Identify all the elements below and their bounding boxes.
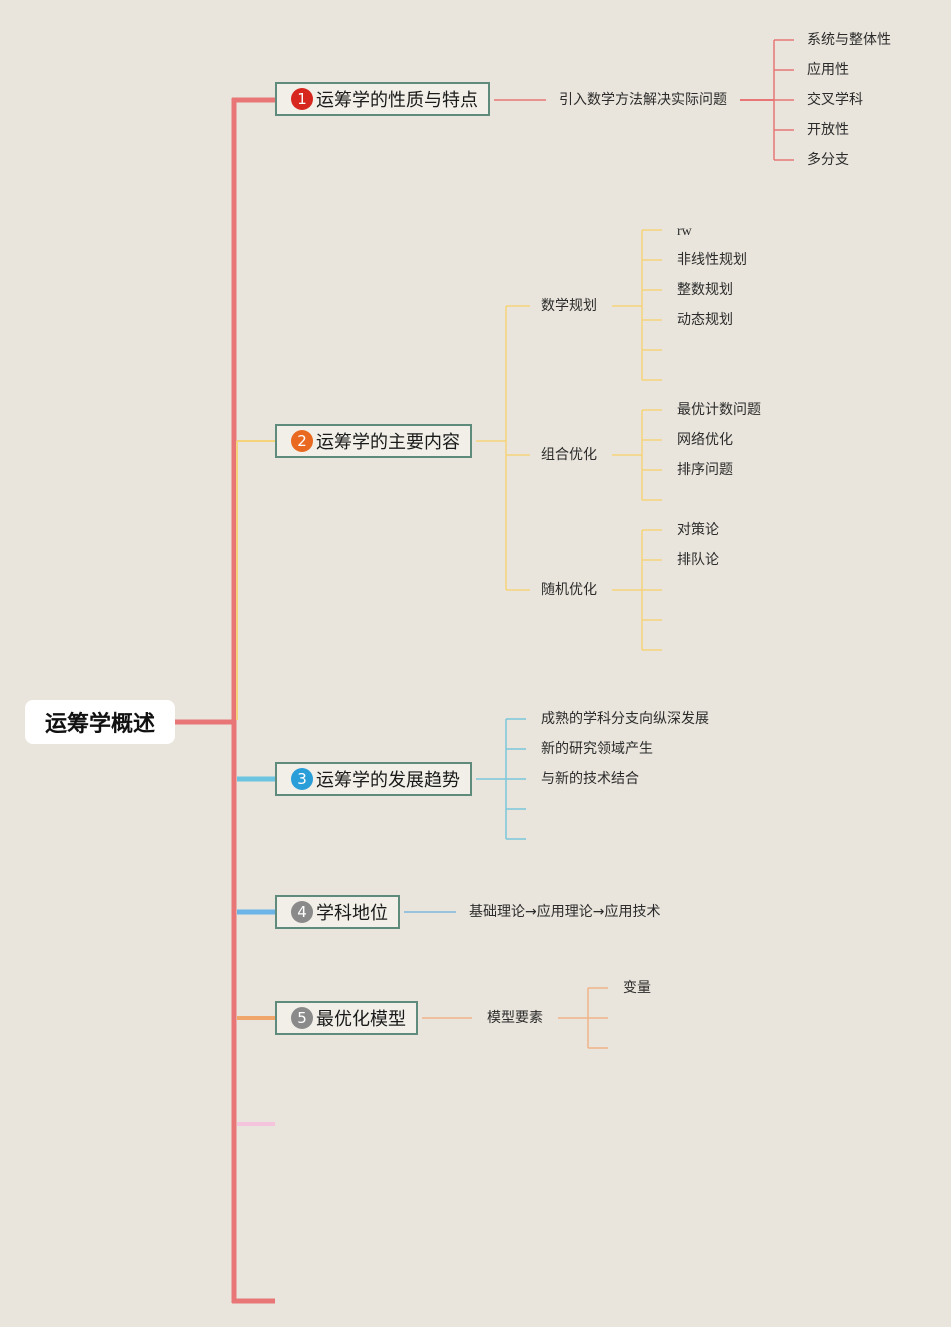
leaf-network-optimization[interactable]: 网络优化	[671, 431, 739, 449]
leaf-multi-branch[interactable]: 多分支	[801, 151, 855, 169]
leaf-discipline-chain[interactable]: 基础理论→应用理论→应用技术	[463, 903, 667, 921]
topic-combinatorial-optimization[interactable]: 组合优化	[535, 446, 603, 464]
leaf-openness[interactable]: 开放性	[801, 121, 855, 139]
branch-node-4[interactable]: 4 学科地位	[275, 895, 400, 929]
branch2-connector	[236, 440, 275, 720]
leaf-queueing-theory[interactable]: 排队论	[671, 551, 725, 569]
branch-node-1[interactable]: 1 运筹学的性质与特点	[275, 82, 490, 116]
leaf-mature-branches[interactable]: 成熟的学科分支向纵深发展	[535, 710, 715, 728]
branch-node-3[interactable]: 3 运筹学的发展趋势	[275, 762, 472, 796]
leaf-systematic[interactable]: 系统与整体性	[801, 31, 897, 49]
leaf-scheduling[interactable]: 排序问题	[671, 461, 739, 479]
topic-intro-math-methods[interactable]: 引入数学方法解决实际问题	[553, 91, 733, 109]
branch-node-2[interactable]: 2 运筹学的主要内容	[275, 424, 472, 458]
branch-4-label: 学科地位	[316, 903, 388, 924]
leaf-dynamic-programming[interactable]: 动态规划	[671, 311, 739, 329]
topic-math-programming[interactable]: 数学规划	[535, 297, 603, 315]
leaf-optimal-counting[interactable]: 最优计数问题	[671, 401, 767, 419]
leaf-game-theory[interactable]: 对策论	[671, 521, 725, 539]
branch-3-label: 运筹学的发展趋势	[316, 770, 460, 791]
leaf-applicability[interactable]: 应用性	[801, 61, 855, 79]
topic-model-elements[interactable]: 模型要素	[481, 1009, 549, 1027]
number-badge-5: 5	[291, 1007, 313, 1029]
leaf-new-research-fields[interactable]: 新的研究领域产生	[535, 740, 659, 758]
leaf-integer-programming[interactable]: 整数规划	[671, 281, 739, 299]
leaf-interdisciplinary[interactable]: 交叉学科	[801, 91, 869, 109]
number-badge-2: 2	[291, 430, 313, 452]
number-badge-1: 1	[291, 88, 313, 110]
branch-node-5[interactable]: 5 最优化模型	[275, 1001, 418, 1035]
number-badge-3: 3	[291, 768, 313, 790]
leaf-nonlinear-programming[interactable]: 非线性规划	[671, 251, 753, 269]
number-badge-4: 4	[291, 901, 313, 923]
branch-5-label: 最优化模型	[316, 1009, 406, 1030]
branch-1-label: 运筹学的性质与特点	[316, 90, 478, 111]
root-node[interactable]: 运筹学概述	[25, 700, 175, 744]
leaf-new-technology[interactable]: 与新的技术结合	[535, 770, 645, 788]
topic-stochastic-optimization[interactable]: 随机优化	[535, 581, 603, 599]
branch-2-label: 运筹学的主要内容	[316, 432, 460, 453]
leaf-variables[interactable]: 变量	[617, 979, 657, 997]
leaf-rw[interactable]: rw	[671, 223, 698, 241]
